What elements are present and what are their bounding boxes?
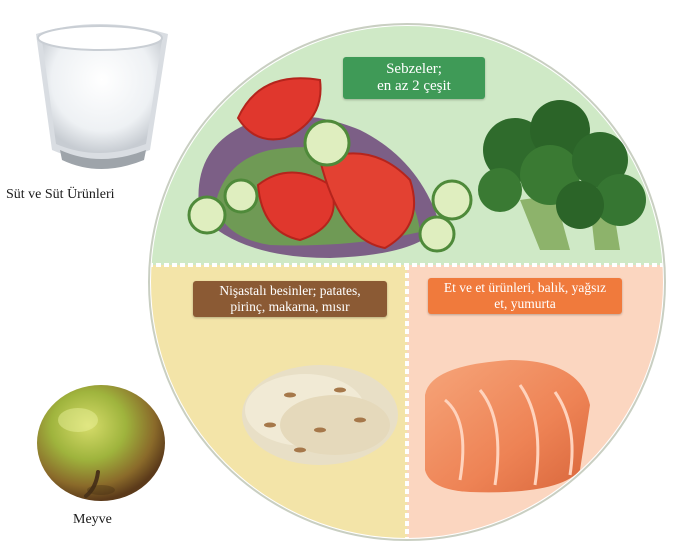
- fruit-caption: Meyve: [73, 512, 112, 528]
- proteins-label: Et ve et ürünleri, balık, yağsız et, yum…: [428, 278, 622, 314]
- proteins-label-line1: Et ve et ürünleri, balık, yağsız: [444, 280, 606, 296]
- vegetables-label-line1: Sebzeler;: [386, 61, 442, 78]
- salmon-fillet-icon: [425, 360, 590, 492]
- apple-icon: [37, 385, 165, 501]
- starches-label: Nişastalı besinler; patates, pirinç, mak…: [193, 281, 387, 317]
- dairy-caption: Süt ve Süt Ürünleri: [6, 187, 115, 203]
- vegetables-label: Sebzeler; en az 2 çeşit: [343, 57, 485, 99]
- starches-label-line2: pirinç, makarna, mısır: [230, 299, 349, 315]
- rice-icon: [242, 365, 398, 465]
- starches-label-line1: Nişastalı besinler; patates,: [219, 283, 360, 299]
- vegetables-label-line2: en az 2 çeşit: [377, 78, 451, 95]
- milk-glass-icon: [36, 24, 168, 169]
- proteins-label-line2: et, yumurta: [494, 296, 555, 312]
